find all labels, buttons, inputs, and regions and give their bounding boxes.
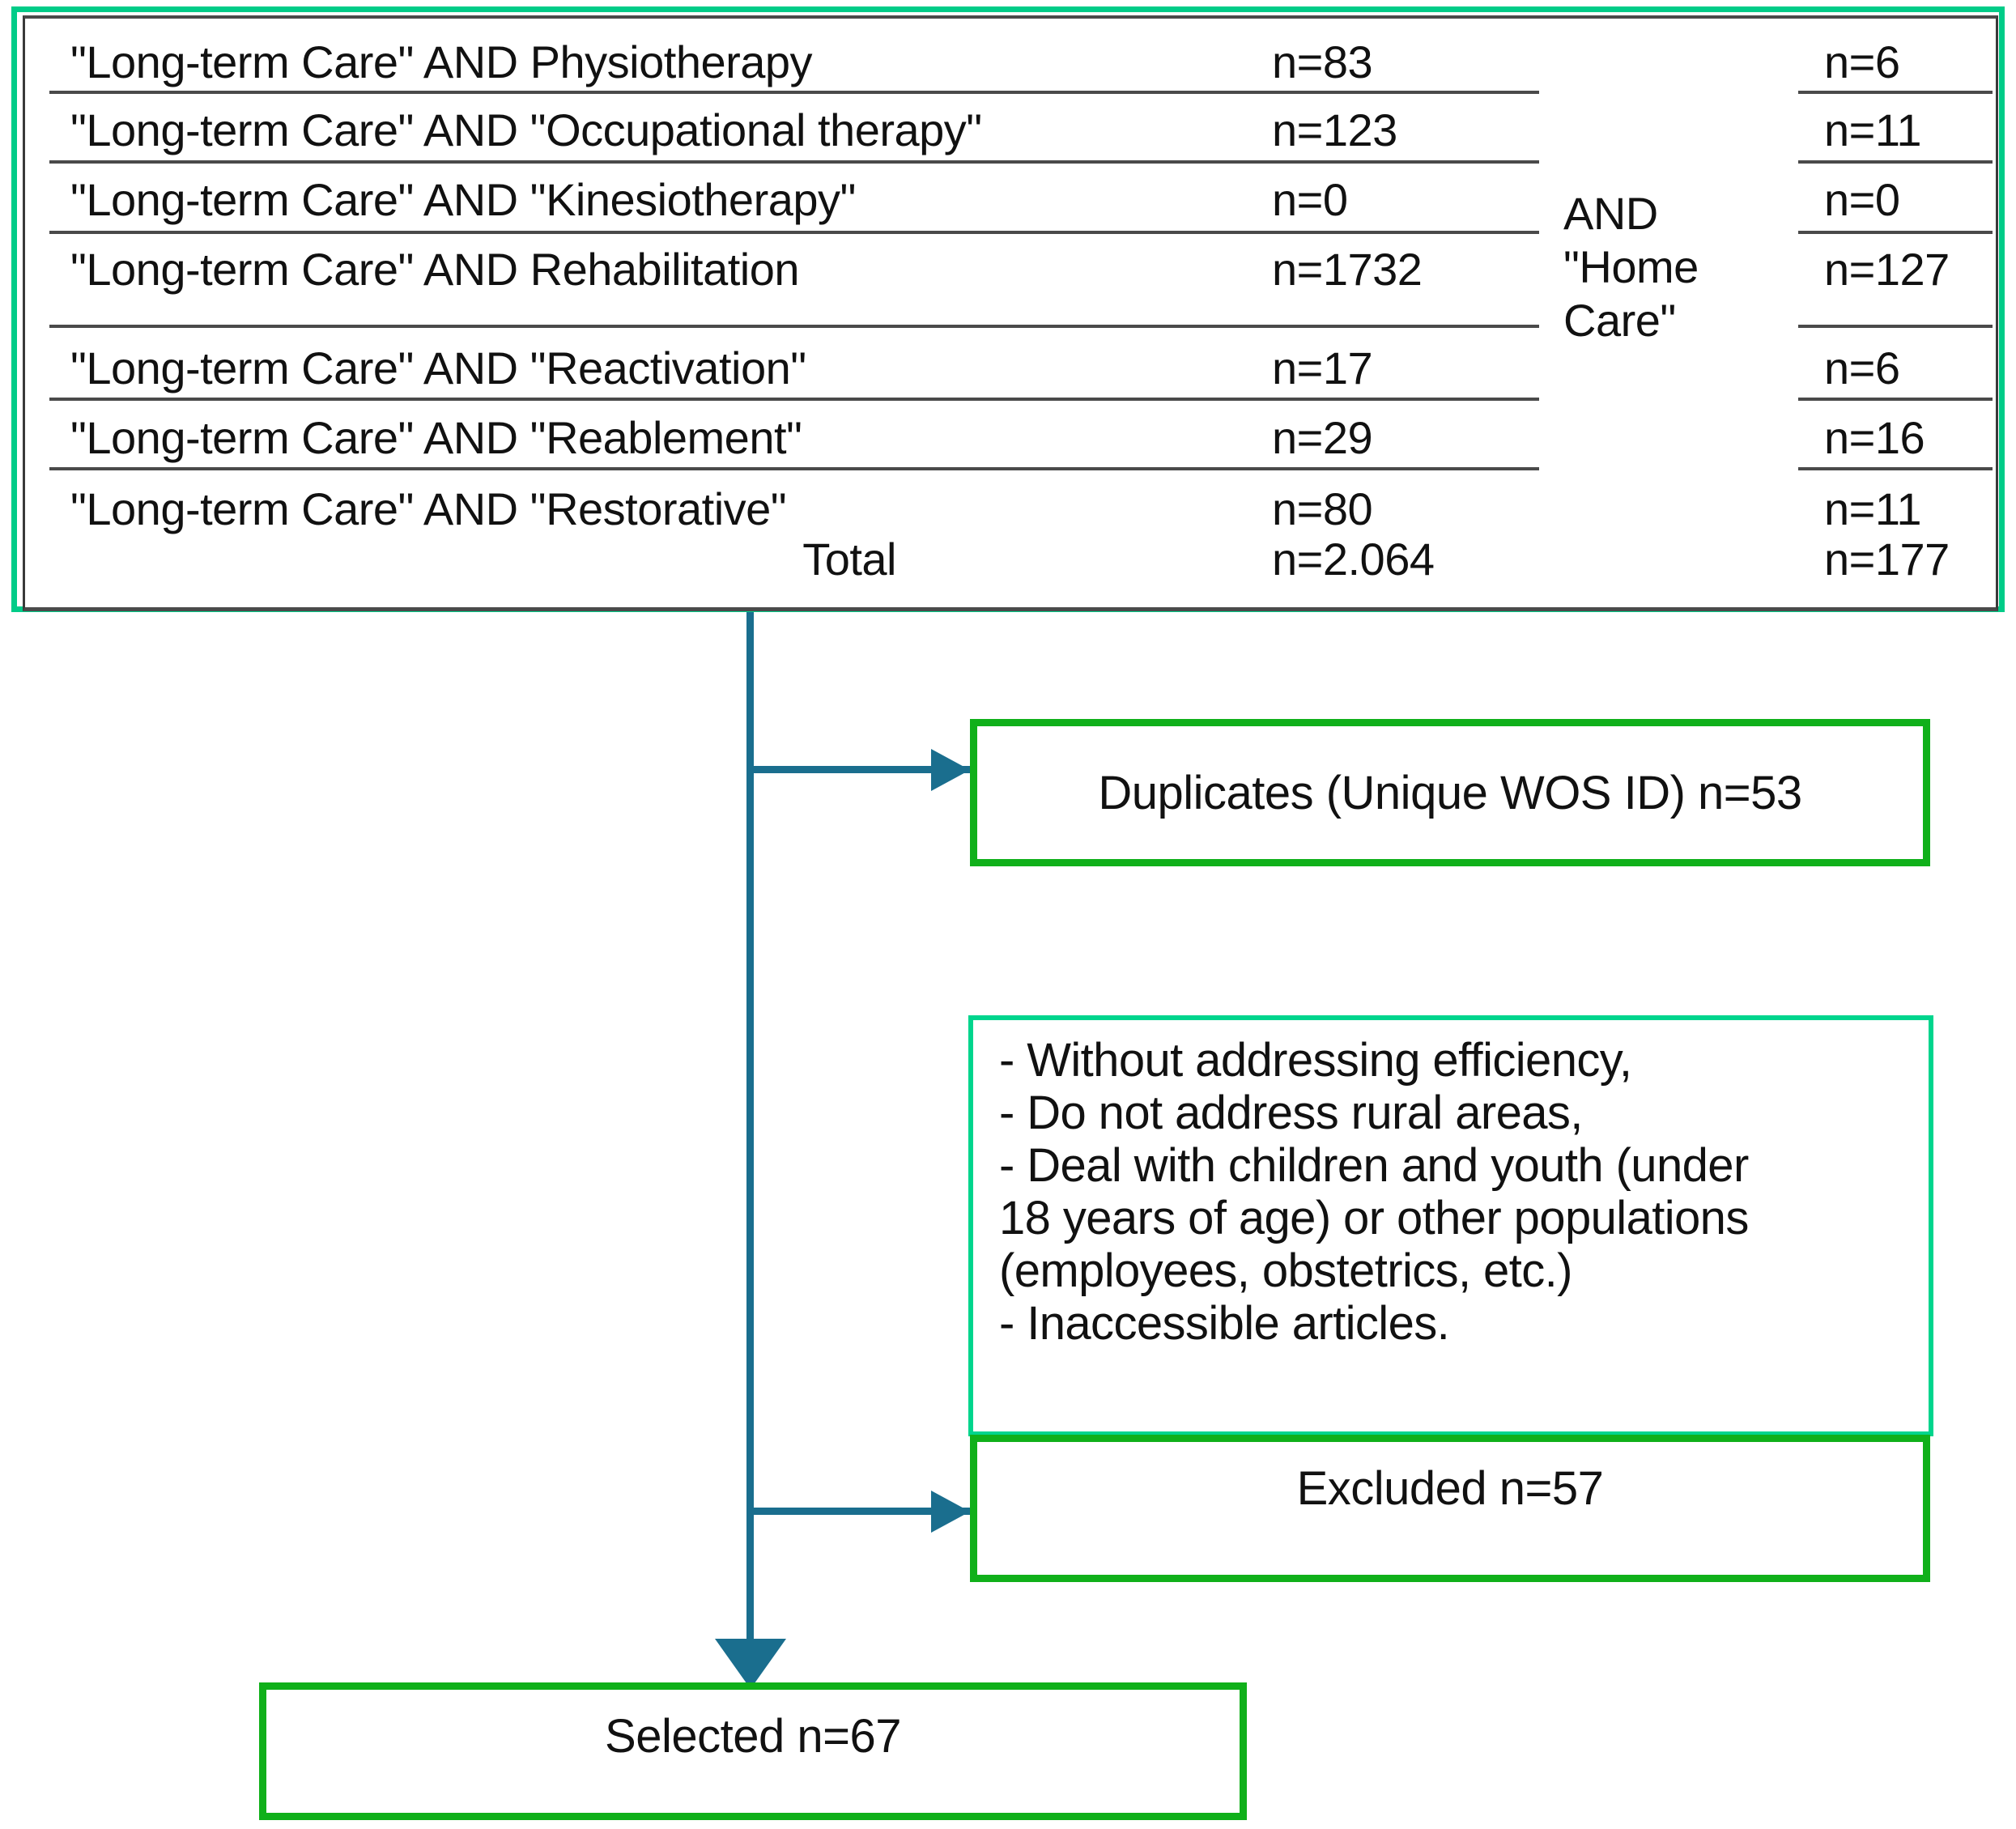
connector-to-excluded — [746, 1508, 999, 1515]
table-cell-count-ltc: n=17 — [1272, 342, 1373, 393]
arrowhead-to-excluded — [931, 1491, 970, 1533]
exclusion-criteria-line: 18 years of age) or other populations — [999, 1191, 1749, 1244]
table-cell-query: "Long-term Care" AND "Reablement" — [70, 412, 802, 463]
search-results-table-inner: "Long-term Care" AND Physiotherapy n=83 … — [23, 15, 1998, 611]
table-cell-count-home: n=11 — [1824, 483, 1921, 534]
table-cell-total-ltc: n=2.064 — [1272, 534, 1435, 585]
table-rule-right — [1798, 231, 1993, 234]
table-rule-right — [1798, 325, 1993, 328]
table-cell-query: "Long-term Care" AND "Restorative" — [70, 483, 787, 534]
table-rule-left — [49, 467, 1539, 470]
duplicates-label: Duplicates (Unique WOS ID) n=53 — [1098, 766, 1802, 819]
and-home-care-line-3: Care" — [1563, 295, 1676, 347]
table-cell-count-ltc: n=80 — [1272, 483, 1373, 534]
selected-box: Selected n=67 — [259, 1682, 1247, 1820]
table-rule-left — [49, 398, 1539, 401]
table-cell-total-label: Total — [802, 534, 896, 585]
table-rule-right — [1798, 467, 1993, 470]
table-cell-count-ltc: n=1732 — [1272, 244, 1423, 295]
table-cell-query: "Long-term Care" AND Physiotherapy — [70, 36, 813, 87]
exclusion-criteria-line: - Inaccessible articles. — [999, 1296, 1450, 1350]
table-cell-total-home: n=177 — [1824, 534, 1950, 585]
exclusion-criteria-line: (employees, obstetrics, etc.) — [999, 1244, 1572, 1297]
table-cell-count-home: n=0 — [1824, 174, 1900, 225]
table-rule-left — [49, 160, 1539, 164]
exclusion-criteria-box: - Without addressing efficiency, - Do no… — [968, 1015, 1933, 1436]
search-results-table: "Long-term Care" AND Physiotherapy n=83 … — [11, 6, 2005, 612]
flow-spine-line — [746, 612, 754, 1665]
table-rule-left — [49, 91, 1539, 94]
table-cell-count-ltc: n=83 — [1272, 36, 1373, 87]
table-cell-count-home: n=6 — [1824, 36, 1900, 87]
table-rule-right — [1798, 398, 1993, 401]
duplicates-box: Duplicates (Unique WOS ID) n=53 — [970, 719, 1930, 866]
arrowhead-to-selected — [715, 1639, 786, 1689]
table-cell-count-home: n=11 — [1824, 104, 1921, 155]
table-cell-count-ltc: n=0 — [1272, 174, 1348, 225]
exclusion-criteria-line: - Do not address rural areas, — [999, 1086, 1583, 1139]
table-cell-query: "Long-term Care" AND Rehabilitation — [70, 244, 800, 295]
and-home-care-line-1: AND — [1563, 188, 1658, 239]
excluded-label: Excluded n=57 — [1296, 1462, 1604, 1515]
arrowhead-to-duplicates — [931, 749, 970, 791]
selected-label: Selected n=67 — [605, 1710, 901, 1763]
table-cell-query: "Long-term Care" AND "Occupational thera… — [70, 104, 982, 155]
table-rule-right — [1798, 91, 1993, 94]
table-cell-count-ltc: n=29 — [1272, 412, 1373, 463]
table-cell-count-ltc: n=123 — [1272, 104, 1397, 155]
exclusion-criteria-line: - Without addressing efficiency, — [999, 1034, 1632, 1087]
table-rule-right — [1798, 160, 1993, 164]
connector-to-duplicates — [746, 766, 999, 773]
table-cell-query: "Long-term Care" AND "Kinesiotherapy" — [70, 174, 856, 225]
table-cell-query: "Long-term Care" AND "Reactivation" — [70, 342, 806, 393]
table-cell-count-home: n=16 — [1824, 412, 1925, 463]
exclusion-criteria-line: - Deal with children and youth (under — [999, 1138, 1749, 1192]
table-cell-count-home: n=127 — [1824, 244, 1950, 295]
excluded-box: Excluded n=57 — [970, 1435, 1930, 1582]
table-rule-left — [49, 231, 1539, 234]
and-home-care-line-2: "Home — [1563, 241, 1699, 293]
table-rule-left — [49, 325, 1539, 328]
table-cell-count-home: n=6 — [1824, 342, 1900, 393]
table-cell-and-home-care: AND "Home Care" — [1563, 187, 1766, 347]
